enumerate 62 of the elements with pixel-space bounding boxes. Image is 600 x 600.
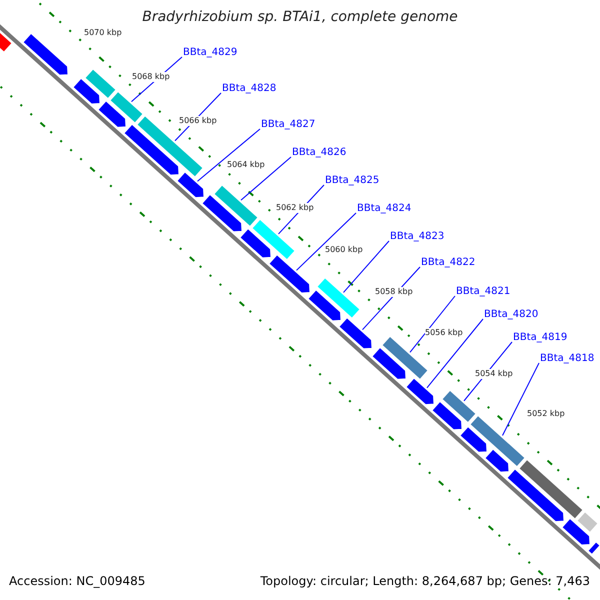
leader-line [197,128,260,182]
leader-line [410,296,456,353]
gene-feature [316,277,361,319]
gene-feature [72,78,101,104]
gene-feature [371,346,407,380]
gene-feature [123,124,180,176]
scale-label: 5064 kbp [227,160,265,170]
gene-label: BBta_4819 [513,332,568,344]
leader-line [343,240,390,293]
scale-label: 5052 kbp [527,409,565,419]
gene-feature [109,90,144,124]
gene-feature [213,184,259,228]
leader-line [240,156,292,201]
gene-feature [587,541,600,556]
gene-label: BBta_4825 [325,175,380,187]
title: Bradyrhizobium sp. BTAi1, complete genome [141,9,459,25]
gene-feature [469,414,526,468]
gene-feature [268,254,311,294]
gene-label: BBta_4821 [456,286,510,298]
gene-feature [431,400,463,430]
scale-label: 5054 kbp [475,369,513,379]
leader-line [502,362,540,436]
leader-line [296,212,356,271]
gene-label: BBta_4818 [540,353,594,365]
gene-label: BBta_4827 [261,119,316,131]
gene-feature [484,448,510,473]
gene-label: BBta_4822 [421,257,476,269]
gene-feature [576,511,599,534]
gene-feature [518,458,584,520]
accession-text: Accession: NC_009485 [9,574,146,589]
gene-feature [405,377,435,406]
gene-feature [136,115,204,178]
gene-feature [201,194,243,232]
gene-label: BBta_4829 [183,47,238,59]
gene-feature [506,468,565,522]
gene-feature [441,390,477,424]
gene-feature [176,171,205,198]
gene-label: BBta_4823 [390,231,444,243]
gene-label: BBta_4820 [484,309,538,321]
leader-line [362,266,420,330]
gene-feature [459,426,488,453]
gene-feature [251,218,296,260]
gene-feature [338,317,373,350]
gene-feature [97,100,127,128]
leader-line [426,318,484,388]
gene-feature [307,289,342,322]
gene-feature [22,32,69,76]
gene-feature [381,336,429,380]
gene-label: BBta_4824 [357,203,412,215]
gene-feature [561,518,591,546]
scale-label: 5066 kbp [179,116,217,126]
scale-label: 5060 kbp [325,245,363,255]
gene-label: BBta_4828 [222,83,276,95]
scale-label: 5062 kbp [276,203,314,213]
scale-label: 5070 kbp [84,28,122,38]
gene-feature [84,68,117,100]
genome-summary-text: Topology: circular; Length: 8,264,687 bp; Genes: 7,463 [260,574,590,589]
scale-label: 5068 kbp [132,72,170,82]
gene-label: BBta_4826 [292,147,346,159]
scale-label: 5058 kbp [375,287,413,297]
scale-label: 5056 kbp [425,328,463,338]
gene-feature [239,228,272,258]
